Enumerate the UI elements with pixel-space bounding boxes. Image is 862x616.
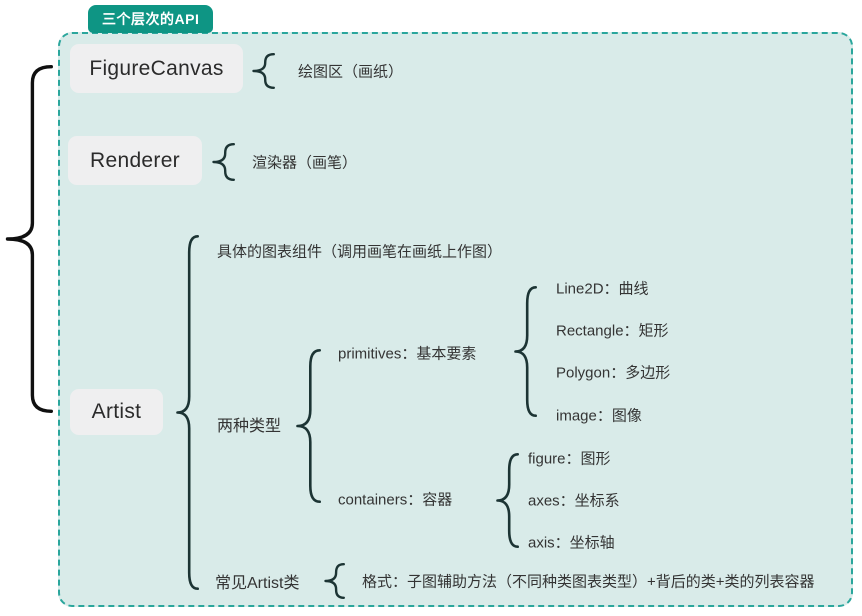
- containers-brace-icon: [496, 453, 519, 548]
- topic-container-item[interactable]: figure：图形: [528, 450, 611, 468]
- root-topic-badge[interactable]: 三个层次的API: [88, 5, 214, 33]
- figurecanvas-brace-icon: [252, 53, 275, 89]
- topic-container-item[interactable]: axis：坐标轴: [528, 534, 615, 552]
- topic-common-artist-desc[interactable]: 格式：子图辅助方法（不同种类图表类型）+背后的类+类的列表容器: [362, 573, 815, 591]
- node-renderer[interactable]: Renderer: [68, 136, 202, 185]
- node-figurecanvas[interactable]: FigureCanvas: [70, 44, 243, 93]
- two-types-brace-icon: [296, 349, 321, 503]
- topic-renderer-desc[interactable]: 渲染器（画笔）: [252, 154, 358, 172]
- topic-container-item[interactable]: axes：坐标系: [528, 492, 620, 510]
- topic-primitives[interactable]: primitives：基本要素: [338, 345, 477, 363]
- artist-children-brace-icon: [176, 235, 199, 590]
- common-artist-brace-icon: [324, 563, 345, 599]
- topic-artist-component-desc[interactable]: 具体的图表组件（调用画笔在画纸上作图）: [217, 243, 503, 261]
- topic-figurecanvas-desc[interactable]: 绘图区（画纸）: [298, 63, 404, 81]
- topic-two-types[interactable]: 两种类型: [217, 418, 282, 435]
- topic-common-artist[interactable]: 常见Artist类: [215, 575, 300, 592]
- primitives-brace-icon: [514, 286, 537, 417]
- renderer-brace-icon: [212, 143, 235, 181]
- topic-containers[interactable]: containers：容器: [338, 491, 453, 509]
- topic-primitive-item[interactable]: Line2D：曲线: [556, 280, 649, 298]
- topic-primitive-item[interactable]: image：图像: [556, 407, 642, 425]
- node-artist[interactable]: Artist: [70, 389, 163, 435]
- topic-primitive-item[interactable]: Rectangle：矩形: [556, 322, 669, 340]
- topic-primitive-item[interactable]: Polygon：多边形: [556, 364, 671, 382]
- layers-group-brace-icon: [5, 65, 53, 413]
